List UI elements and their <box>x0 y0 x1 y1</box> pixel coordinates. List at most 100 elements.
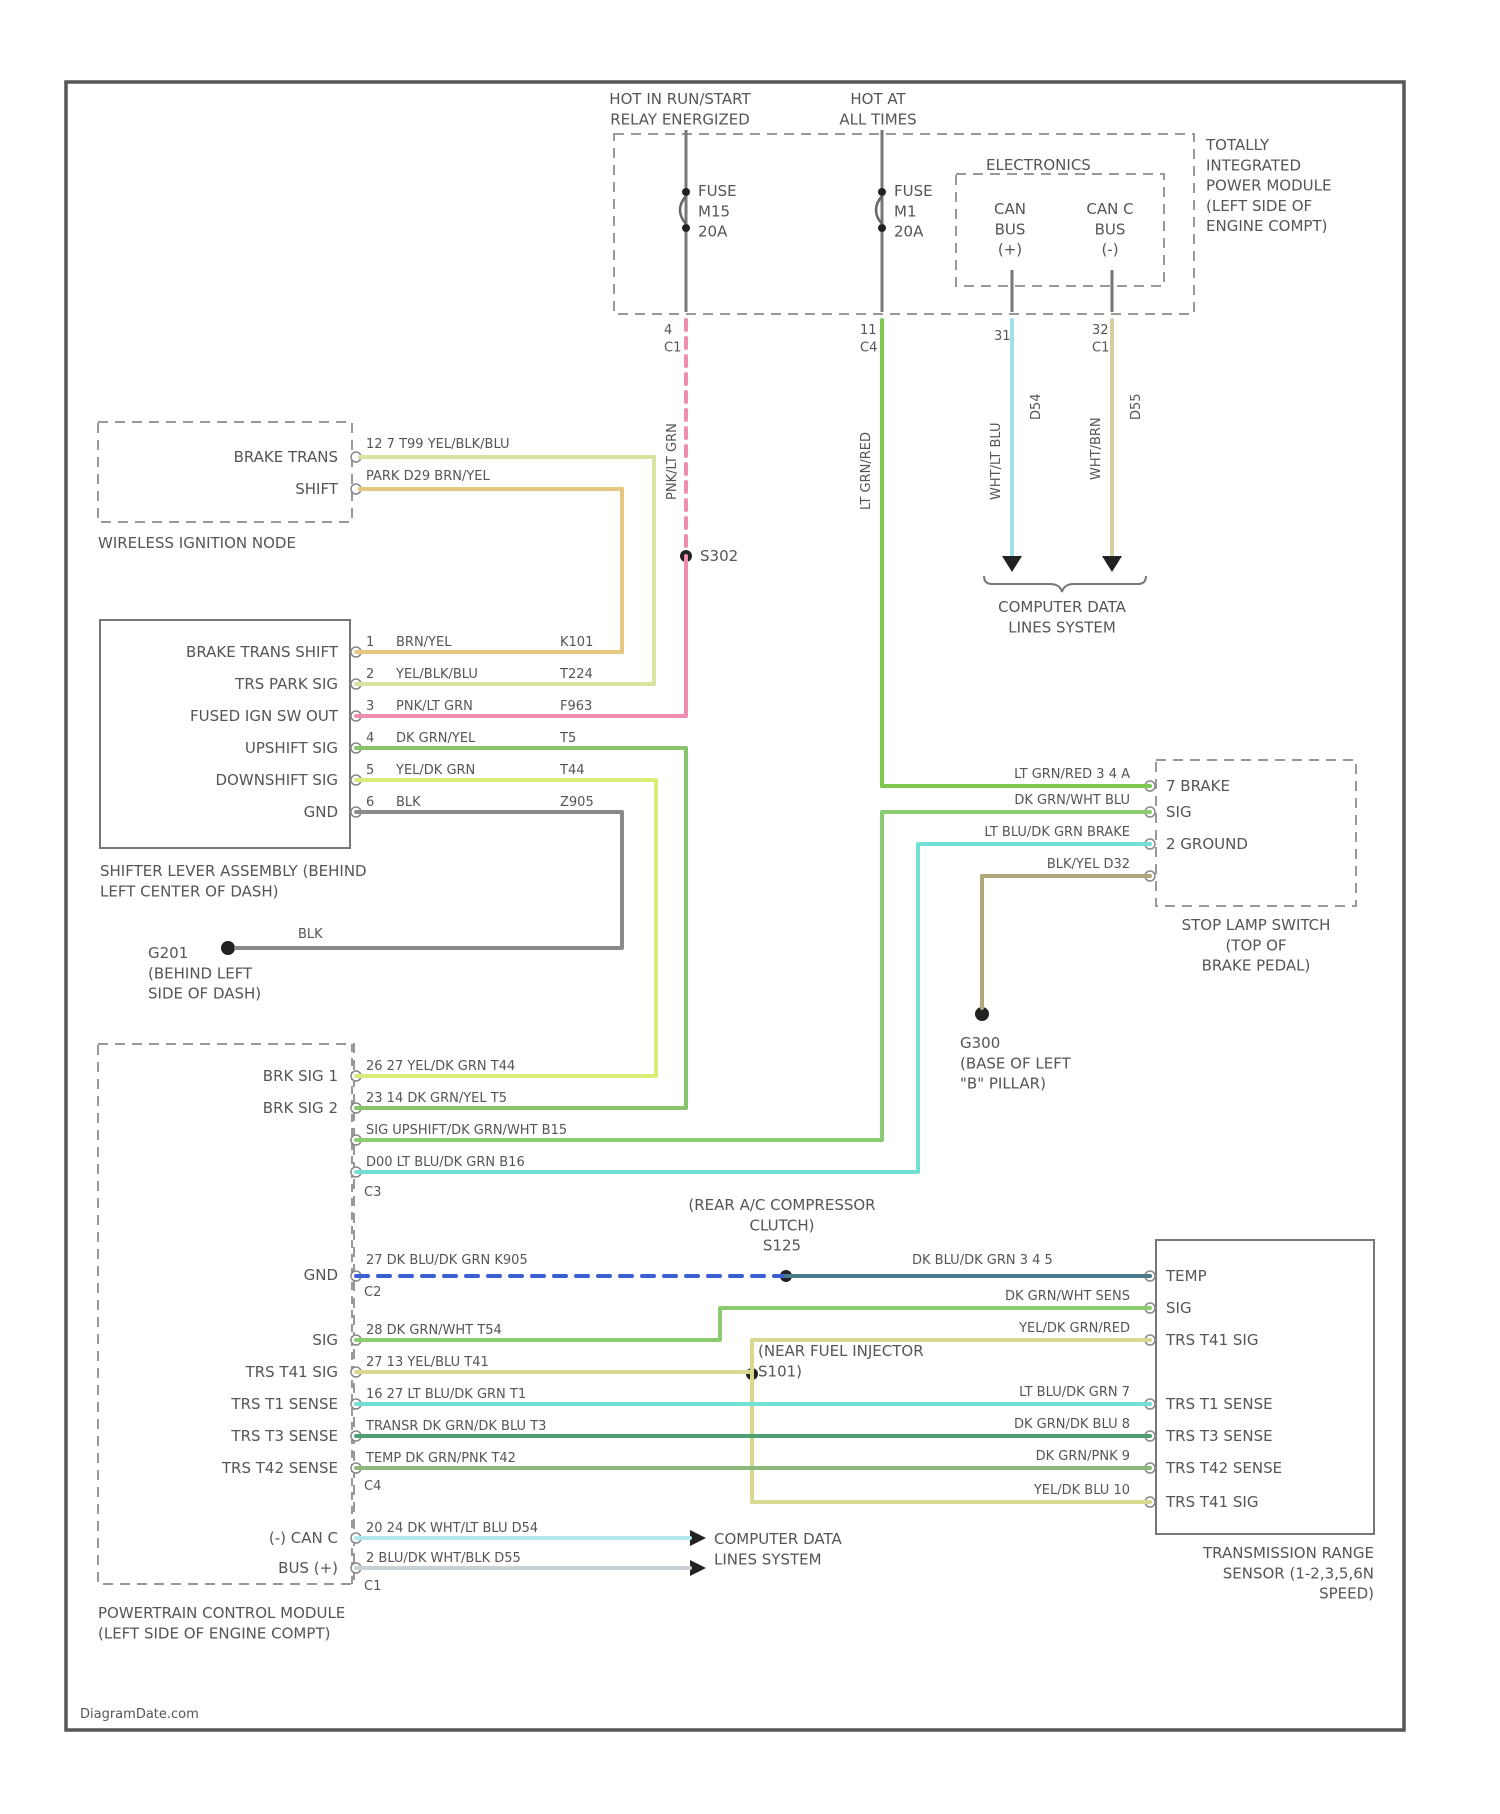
pcm-comp-data-label: COMPUTER DATALINES SYSTEM <box>714 1530 842 1568</box>
stoplamp-pin-label: 2 GROUND <box>1166 835 1248 853</box>
pcm-row-list: BRK SIG 1BRK SIG 226 27 YEL/DK GRN T4423… <box>221 1059 567 1577</box>
shifter-pin-label: DOWNSHIFT SIG <box>216 771 339 789</box>
pcm-c3: C3 <box>364 1185 381 1200</box>
win-box <box>98 422 352 522</box>
shifter-pin-num: 4 <box>366 731 374 746</box>
shifter-wire-code: K101 <box>560 635 593 650</box>
pcm-wire-label: D00 LT BLU/DK GRN B16 <box>366 1155 525 1170</box>
wire-brn-yel <box>356 489 622 652</box>
pcm-wire-label: 26 27 YEL/DK GRN T44 <box>366 1059 515 1074</box>
comp-data-label-top: COMPUTER DATALINES SYSTEM <box>998 598 1126 636</box>
arrow-can-minus <box>1102 556 1122 572</box>
comp-data-bracket <box>984 576 1146 592</box>
wire-can1-code: D54 <box>1029 393 1044 420</box>
shifter-gnd-wire: BLK <box>298 927 323 942</box>
pcm-box <box>98 1044 354 1584</box>
stoplamp-wire-label: LT BLU/DK GRN BRAKE <box>984 825 1130 840</box>
shifter-pin-num: 3 <box>366 699 374 714</box>
pcm-pin-label: TRS T1 SENSE <box>230 1395 338 1413</box>
pin-c1-left: 4C1 <box>664 323 681 356</box>
trs-wire-label: DK GRN/WHT SENS <box>1005 1289 1130 1304</box>
trs-wire-label: YEL/DK BLU 10 <box>1033 1483 1130 1498</box>
pcm-c4: C4 <box>364 1479 381 1494</box>
shifter-wire-color: DK GRN/YEL <box>396 731 476 746</box>
wire-can2-label: WHT/BRN <box>1089 417 1104 480</box>
pcm-pin-label: TRS T3 SENSE <box>230 1427 338 1445</box>
trs-pin-label: TRS T41 SIG <box>1165 1331 1258 1349</box>
win-pin-shift: SHIFT <box>295 480 339 498</box>
shifter-pin-list: BRAKE TRANS SHIFT1BRN/YELK101TRS PARK SI… <box>186 635 594 821</box>
trs-pin-label: TRS T42 SENSE <box>1165 1459 1282 1477</box>
electronics-label: ELECTRONICS <box>986 156 1091 174</box>
pcm-wire-label: 2 BLU/DK WHT/BLK D55 <box>366 1551 521 1566</box>
shifter-wire-color: PNK/LT GRN <box>396 699 473 714</box>
win-label: WIRELESS IGNITION NODE <box>98 534 296 552</box>
shifter-pin-label: GND <box>304 803 338 821</box>
trs-pin-label: TRS T3 SENSE <box>1165 1427 1273 1445</box>
shifter-wire-code: T224 <box>559 667 593 682</box>
shifter-wire-color: BRN/YEL <box>396 635 452 650</box>
pcm-wire-label: TEMP DK GRN/PNK T42 <box>365 1451 516 1466</box>
shifter-wire-code: F963 <box>560 699 592 714</box>
stoplamp-pin-label: SIG <box>1166 803 1192 821</box>
electronics-box <box>956 174 1164 286</box>
wire-blk-ground <box>236 812 622 948</box>
fuse-left-top <box>682 188 690 196</box>
trs-pin-label: SIG <box>1166 1299 1192 1317</box>
win-pin-brake-trans: BRAKE TRANS <box>234 448 338 466</box>
pcm-gnd-right: DK BLU/DK GRN 3 4 5 <box>912 1253 1053 1268</box>
fuse-left-bottom <box>682 224 690 232</box>
shifter-pin-label: FUSED IGN SW OUT <box>190 707 339 725</box>
shifter-wire-code: T44 <box>559 763 584 778</box>
pcm-wire-label: 23 14 DK GRN/YEL T5 <box>366 1091 507 1106</box>
trs-wire-label: DK GRN/PNK 9 <box>1036 1449 1130 1464</box>
arrow-pcm-can2 <box>690 1560 706 1576</box>
trs-wire-label: LT BLU/DK GRN 7 <box>1019 1385 1130 1400</box>
pcm-gnd-pin: GND <box>304 1266 338 1284</box>
arrow-can-plus <box>1002 556 1022 572</box>
shifter-pin-num: 1 <box>366 635 374 650</box>
pcm-pin-label: BUS (+) <box>278 1559 338 1577</box>
pcm-c1: C1 <box>364 1579 381 1594</box>
pin-c1-right: 11C4 <box>860 323 877 356</box>
trs-pin-label: TRS T41 SIG <box>1165 1493 1258 1511</box>
pcm-gnd-row: 27 DK BLU/DK GRN K905 <box>366 1253 528 1268</box>
pin-can1: 31 <box>994 329 1011 344</box>
arrow-pcm-can1 <box>690 1530 706 1546</box>
pcm-c2: C2 <box>364 1285 381 1300</box>
shifter-wire-code: T5 <box>559 731 576 746</box>
shifter-pin-num: 5 <box>366 763 374 778</box>
trs-pin-label: TRS T1 SENSE <box>1165 1395 1273 1413</box>
shifter-pin-num: 6 <box>366 795 374 810</box>
pcm-pin-label: (-) CAN C <box>269 1529 338 1547</box>
win-wire1-label: 12 7 T99 YEL/BLK/BLU <box>366 437 510 452</box>
stoplamp-pin-label: 7 BRAKE <box>1166 777 1230 795</box>
trs-wire-label: YEL/DK GRN/RED <box>1018 1321 1130 1336</box>
stoplamp-wire-label: DK GRN/WHT BLU <box>1014 793 1130 808</box>
shifter-pin-num: 2 <box>366 667 374 682</box>
pcm-wire-label: 20 24 DK WHT/LT BLU D54 <box>366 1521 538 1536</box>
trs-label: TRANSMISSION RANGESENSOR (1-2,3,5,6NSPEE… <box>1202 1544 1374 1603</box>
ground-g201 <box>221 941 235 955</box>
wire-can2-code: D55 <box>1129 393 1144 420</box>
stoplamp-wire-label: BLK/YEL D32 <box>1047 857 1130 872</box>
win-wire2-label: PARK D29 BRN/YEL <box>366 469 490 484</box>
wire-can1-label: WHT/LT BLU <box>989 422 1004 500</box>
pcm-pin-label: BRK SIG 1 <box>263 1067 338 1085</box>
pcm-label: POWERTRAIN CONTROL MODULE(LEFT SIDE OF E… <box>98 1604 345 1642</box>
pcm-wire-label: SIG UPSHIFT/DK GRN/WHT B15 <box>366 1123 567 1138</box>
